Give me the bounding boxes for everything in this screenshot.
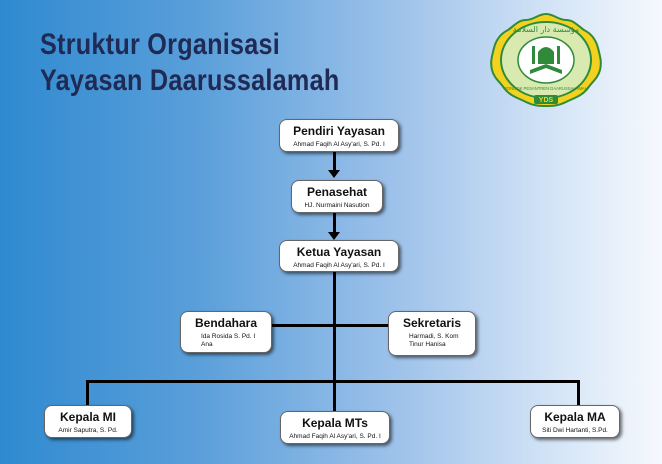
- book-icon: [530, 64, 562, 74]
- seal-ring-text: PONDOK PESANTREN DAARUSSALAMAH: [504, 86, 588, 91]
- node-role: Pendiri Yayasan: [293, 124, 385, 138]
- node-kepala-mi: Kepala MI Amir Saputra, S. Pd.: [44, 405, 132, 438]
- node-person: Ida Rosida S. Pd. I: [201, 333, 256, 340]
- node-person: Amir Saputra, S. Pd.: [58, 427, 118, 434]
- title-line-1: Struktur Organisasi: [40, 28, 281, 61]
- node-role: Penasehat: [306, 185, 368, 199]
- node-person: Tinur Hanisa: [409, 341, 446, 348]
- minaret-icon: [532, 46, 535, 64]
- minaret-icon-right: [557, 46, 560, 64]
- node-pendiri-yayasan: Pendiri Yayasan Ahmad Faqih Al Asy'ari, …: [279, 119, 399, 152]
- arrow-down-icon: [328, 170, 340, 178]
- node-kepala-mts: Kepala MTs Ahmad Faqih Al Asy'ari, S. Pd…: [280, 411, 390, 444]
- seal-arabic-text: مؤسسة دار السلامة: [513, 25, 579, 34]
- node-person: HJ. Nurmaini Nasution: [304, 202, 370, 209]
- node-role: Kepala MTs: [302, 416, 368, 430]
- node-bendahara: Bendahara Ida Rosida S. Pd. I Ana: [180, 311, 272, 353]
- node-role: Bendahara: [195, 316, 258, 330]
- node-role: Kepala MI: [59, 410, 116, 424]
- node-person: Ahmad Faqih Al Asy'ari, S. Pd. I: [289, 433, 381, 440]
- node-person: Ahmad Faqih Al Asy'ari, S. Pd. I: [293, 141, 385, 148]
- connector-pendiri-penasehat: [333, 150, 336, 172]
- node-kepala-ma: Kepala MA Siti Dwi Hartanti, S.Pd.: [530, 405, 620, 438]
- connector-kepala-mi: [86, 380, 89, 407]
- title-line-2: Yayasan Daarussalamah: [40, 64, 340, 97]
- arrow-down-icon: [328, 232, 340, 240]
- seal-badge-bg: [534, 95, 558, 104]
- node-role: Sekretaris: [403, 316, 462, 330]
- node-penasehat: Penasehat HJ. Nurmaini Nasution: [291, 180, 383, 213]
- node-person: Siti Dwi Hartanti, S.Pd.: [542, 427, 608, 434]
- connector-kepala-ma: [577, 380, 580, 407]
- connector-staff-horizontal: [268, 324, 392, 327]
- foundation-seal-logo: مؤسسة دار السلامة PONDOK PESANTREN DAARU…: [490, 12, 602, 108]
- mosque-icon: [538, 47, 554, 64]
- node-person: Harmadi, S. Kom: [409, 333, 459, 340]
- node-ketua-yayasan: Ketua Yayasan Ahmad Faqih Al Asy'ari, S.…: [279, 240, 399, 272]
- node-role: Ketua Yayasan: [296, 245, 382, 259]
- seal-badge-text: YDS: [539, 97, 554, 104]
- connector-penasehat-ketua: [333, 212, 336, 234]
- connector-ketua-trunk: [333, 270, 336, 415]
- node-role: Kepala MA: [544, 410, 606, 424]
- connector-heads-horizontal: [86, 380, 580, 383]
- node-person: Ahmad Faqih Al Asy'ari, S. Pd. I: [293, 262, 385, 269]
- node-person: Ana: [201, 341, 213, 348]
- node-sekretaris: Sekretaris Harmadi, S. Kom Tinur Hanisa: [388, 311, 476, 356]
